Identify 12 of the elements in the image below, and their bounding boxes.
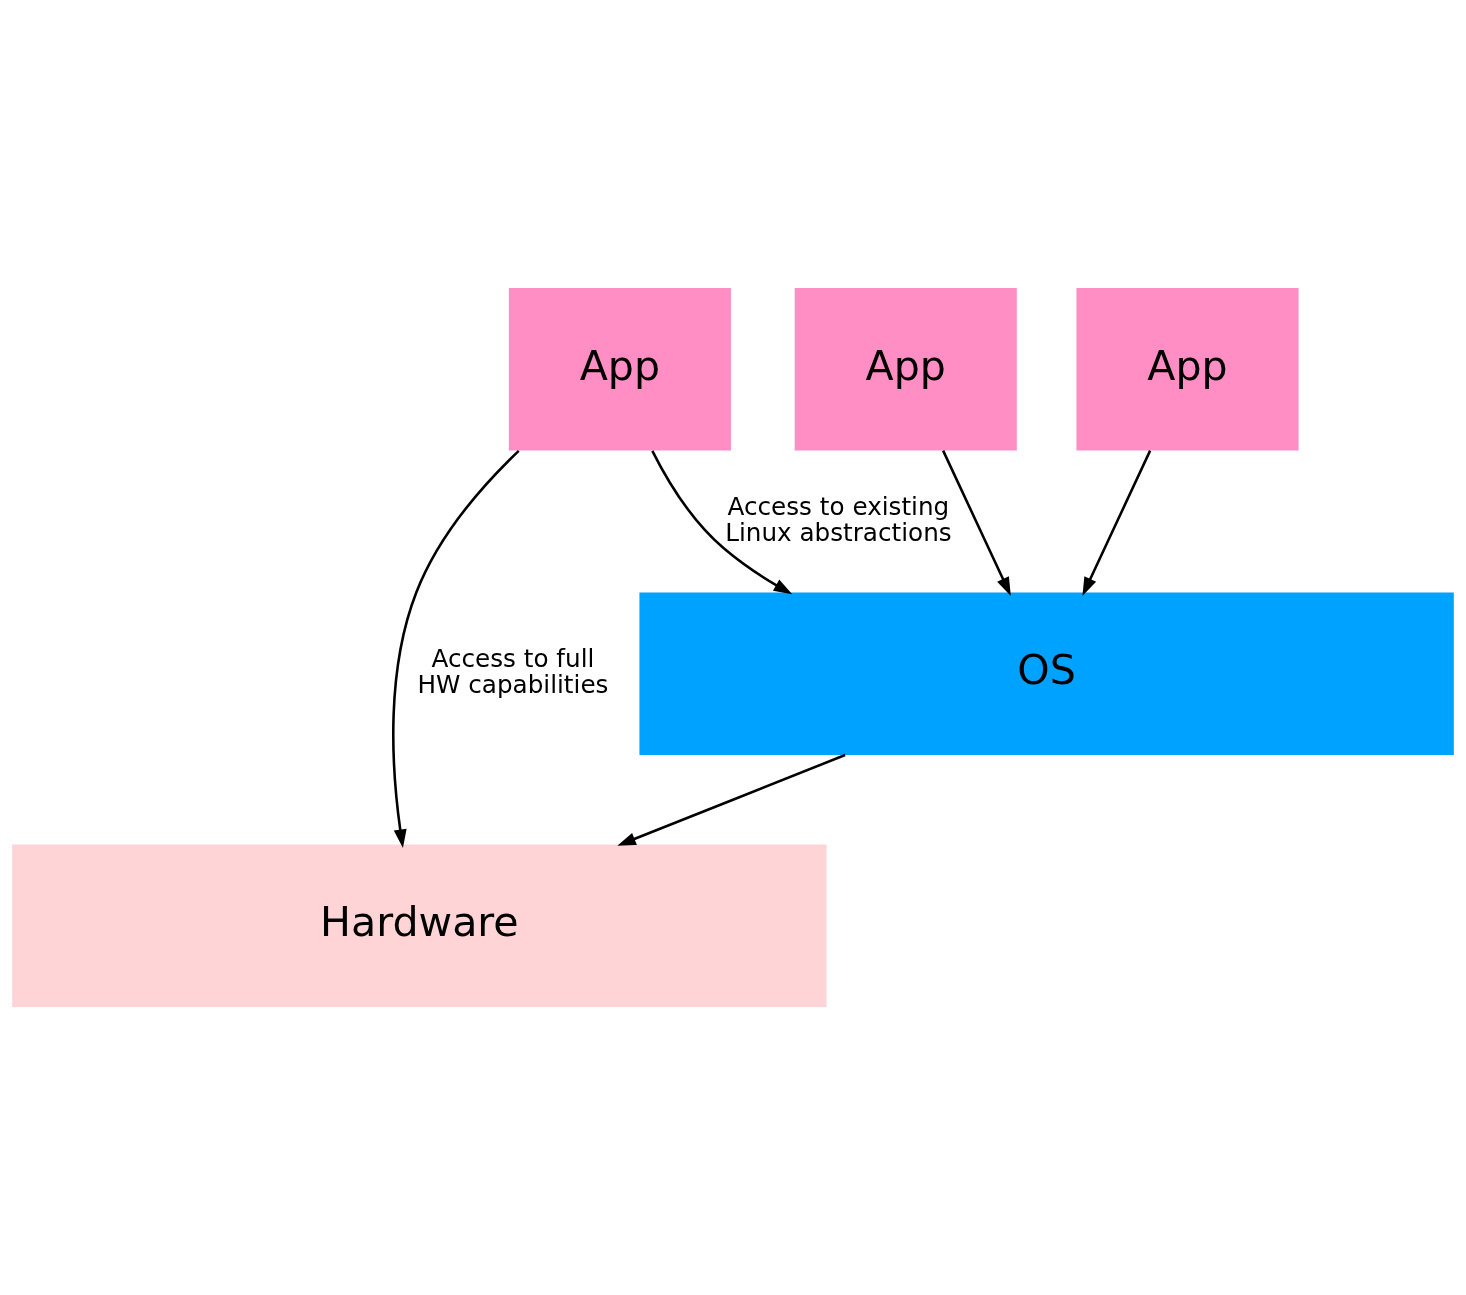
node-box: Hardware — [12, 844, 827, 1007]
arrow — [651, 450, 793, 595]
edge-label: Access to existing Linux abstractions — [725, 491, 952, 548]
arrow — [1082, 450, 1152, 596]
node-box: OS — [639, 592, 1454, 755]
arrow — [617, 753, 846, 846]
node-box: App — [794, 288, 1017, 451]
edge-label: Access to full HW capabilities — [417, 643, 609, 700]
arrow — [941, 450, 1011, 596]
arrow — [392, 449, 520, 848]
node-box: App — [508, 288, 731, 451]
node-box: App — [1076, 288, 1299, 451]
